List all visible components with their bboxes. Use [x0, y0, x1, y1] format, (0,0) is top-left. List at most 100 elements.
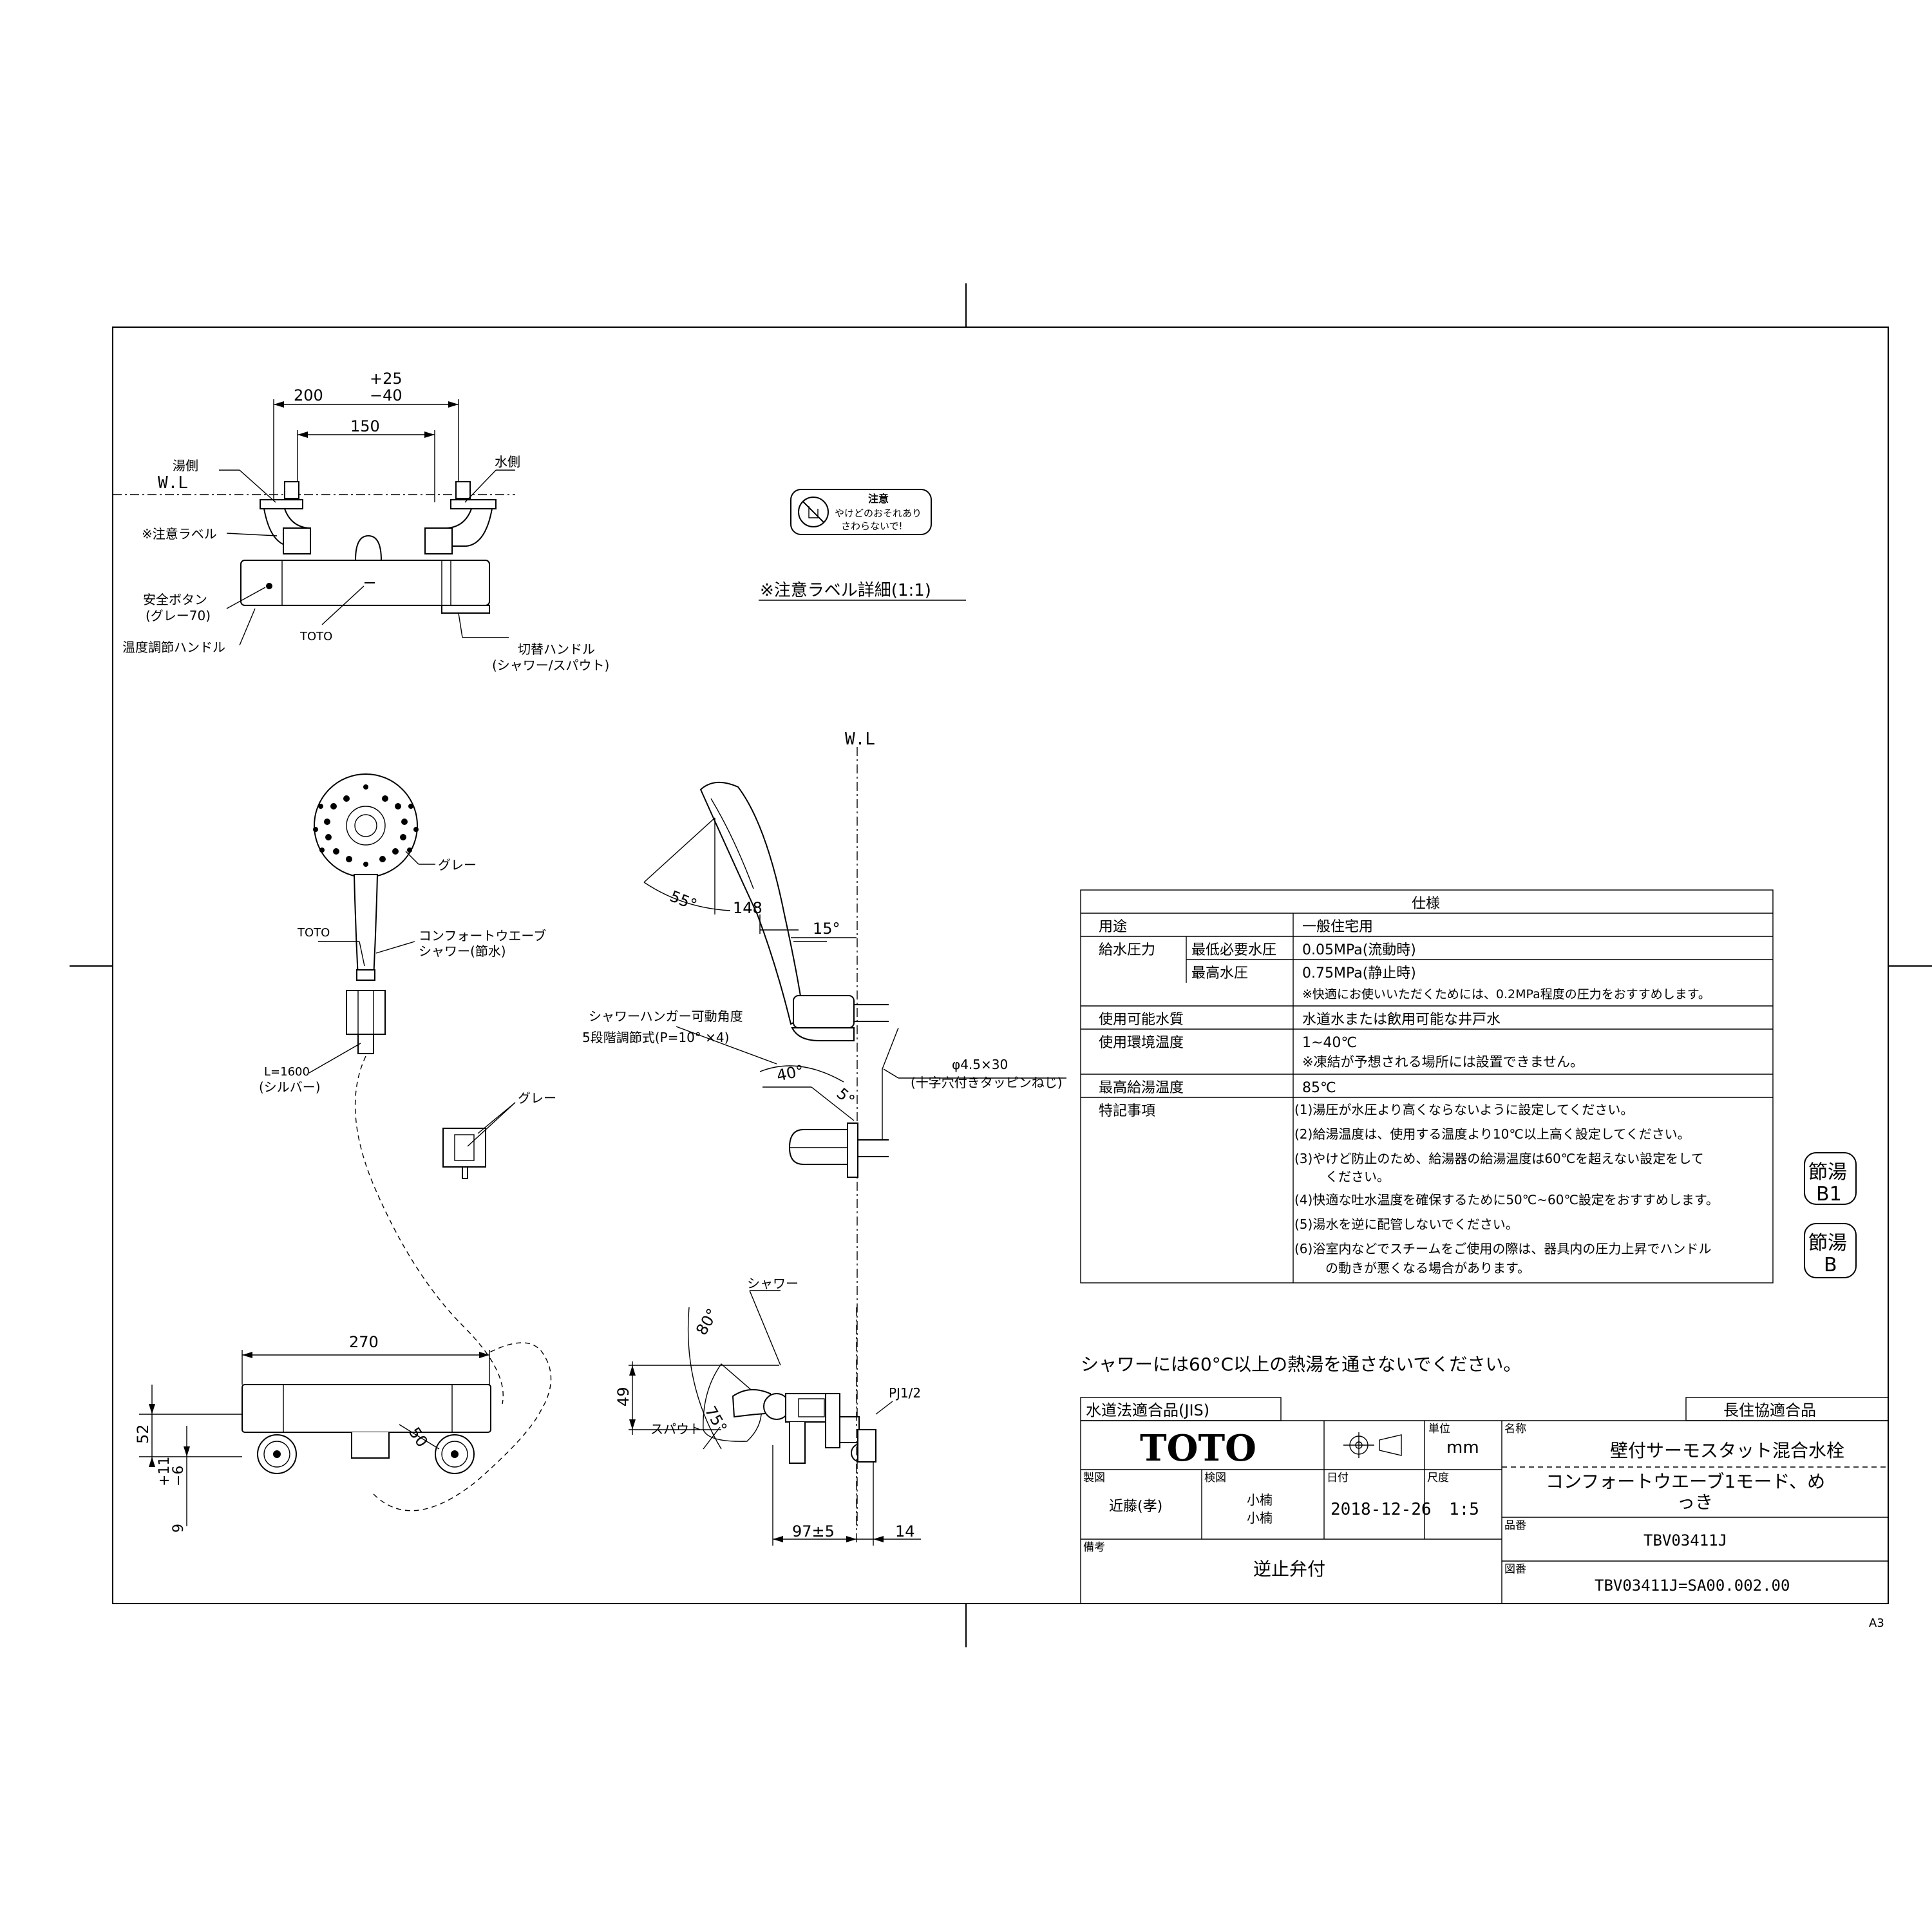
- spec-row-label: 使用可能水質: [1099, 1012, 1184, 1028]
- water-saving-marks: 節湯 B1 節湯 B: [1804, 1152, 1857, 1278]
- product-name-line1: 壁付サーモスタット混合水栓: [1610, 1440, 1844, 1461]
- dim-14-label: 14: [895, 1522, 915, 1540]
- spec-row-value: 0.05MPa(流動時): [1302, 942, 1416, 958]
- shower-name-line2: シャワー(節水): [419, 943, 506, 959]
- spec-row-sub: 最低必要水圧: [1191, 942, 1276, 958]
- spec-title: 仕様: [1412, 896, 1440, 912]
- remarks-value: 逆止弁付: [1253, 1558, 1325, 1580]
- dim-tol-minus: −40: [370, 386, 402, 404]
- spec-note: ください。: [1325, 1169, 1390, 1184]
- switch-handle-sub: (シャワー/スパウト): [492, 658, 609, 673]
- spout-shower-label: シャワー: [747, 1276, 799, 1291]
- caution-label-ref: ※注意ラベル: [142, 526, 217, 542]
- wl-label-side: W.L: [845, 730, 875, 749]
- spec-row-label: 最高給湯温度: [1099, 1080, 1184, 1096]
- spec-note: (5)湯水を逆に配管しないでください。: [1294, 1217, 1519, 1232]
- spec-row-label: 給水圧力: [1099, 942, 1155, 958]
- mark1-top: 節湯: [1808, 1161, 1847, 1184]
- spout-label: スパウト: [650, 1421, 702, 1437]
- caution-badge-line2: さわらないで!: [841, 520, 903, 532]
- scale-label: 尺度: [1427, 1472, 1449, 1484]
- spec-row-value: 85℃: [1302, 1080, 1336, 1096]
- caution-badge-title: 注意: [868, 493, 889, 505]
- hot-side-label: 湯側: [173, 458, 198, 473]
- spec-row-value: 0.75MPa(静止時): [1302, 965, 1416, 981]
- dim-tol-plus: +25: [370, 370, 402, 388]
- chouju-label: 長住協適合品: [1723, 1401, 1816, 1419]
- spec-note: (2)給湯温度は、使用する温度より10℃以上高く設定してください。: [1294, 1126, 1690, 1142]
- screw-type-label: (十字穴付きタッピンねじ): [911, 1075, 1063, 1090]
- spec-note: (1)湯圧が水圧より高くならないように設定してください。: [1294, 1102, 1633, 1117]
- shower-name-line1: コンフォートウエーブ: [419, 928, 546, 943]
- warning-text: シャワーには60°C以上の熱湯を通さないでください。: [1081, 1354, 1521, 1375]
- shower-toto-label: TOTO: [297, 926, 330, 940]
- spec-row-value: 水道水または飲用可能な井戸水: [1302, 1012, 1501, 1028]
- mark1-bottom: B1: [1816, 1183, 1842, 1206]
- drawn-label: 製図: [1083, 1472, 1105, 1484]
- angle-75-label: 75°: [701, 1403, 731, 1436]
- sheet-frame: [70, 283, 1932, 1647]
- checked-by-2: 小楠: [1247, 1510, 1273, 1526]
- hanger-color-label: グレー: [518, 1090, 556, 1106]
- date-label: 日付: [1327, 1472, 1349, 1484]
- hose-color-label: (シルバー): [259, 1079, 321, 1095]
- mark2-bottom: B: [1824, 1254, 1837, 1276]
- front-view: 270 52 +11 −6 9 50: [134, 1333, 491, 1533]
- drawn-by: 近藤(孝): [1109, 1499, 1162, 1515]
- name-label: 名称: [1504, 1423, 1526, 1435]
- checked-by-1: 小楠: [1247, 1492, 1273, 1508]
- spec-row-label: 特記事項: [1099, 1103, 1155, 1119]
- shower-head-view: グレー TOTO コンフォートウエーブ シャワー(節水) L=1600 (シルバ…: [259, 773, 552, 1511]
- spec-row-sub: 最高水圧: [1191, 965, 1248, 981]
- dim-270-label: 270: [349, 1333, 379, 1351]
- spec-row-label: 使用環境温度: [1099, 1035, 1184, 1051]
- spec-row-value: 1~40℃: [1302, 1035, 1357, 1051]
- sheet-size-label: A3: [1869, 1616, 1884, 1630]
- angle-5-label: 5°: [833, 1084, 858, 1110]
- spec-row-label: 用途: [1099, 919, 1127, 935]
- scale-value: 1:5: [1449, 1500, 1479, 1519]
- spec-note: (3)やけど防止のため、給湯器の給湯温度は60℃を超えない設定をして: [1294, 1151, 1704, 1166]
- product-name-line2: コンフォートウエーブ1モード、め: [1546, 1471, 1825, 1492]
- dim-97-label: 97±5: [792, 1522, 835, 1540]
- dim-52-label: 52: [134, 1424, 152, 1444]
- product-name-line3: っき: [1677, 1492, 1713, 1513]
- screw-size-label: φ4.5×30: [952, 1057, 1008, 1072]
- wl-label-top: W.L: [158, 473, 188, 493]
- hanger-angle-label: シャワーハンガー可動角度: [589, 1009, 743, 1024]
- angle-40-label: 40°: [775, 1061, 805, 1084]
- date-value: 2018-12-26: [1331, 1500, 1432, 1519]
- unit-label: 単位: [1428, 1423, 1450, 1435]
- spec-table: 仕様 用途 一般住宅用 給水圧力 最低必要水圧 0.05MPa(流動時) 最高水…: [1080, 889, 1774, 1283]
- angle-55-label: 55°: [667, 887, 699, 914]
- drawing-label: 図番: [1504, 1563, 1526, 1576]
- dim-150: 150: [350, 417, 380, 435]
- part-label: 品番: [1504, 1519, 1526, 1532]
- hose-length-label: L=1600: [264, 1065, 310, 1079]
- projection-symbol: [1343, 1432, 1402, 1458]
- shower-hanger: グレー: [442, 1090, 556, 1179]
- drawing-number: TBV03411J=SA00.002.00: [1595, 1577, 1790, 1595]
- safety-button-label: 安全ボタン: [143, 592, 207, 607]
- nozzle-holes: [313, 784, 419, 867]
- caution-label-detail: 注意 やけどのおそれあり さわらないで! ※注意ラベル詳細(1:1): [759, 489, 966, 601]
- remarks-label: 備考: [1083, 1541, 1105, 1554]
- spec-row-value: ※凍結が予想される場所には設置できません。: [1302, 1054, 1584, 1070]
- part-number: TBV03411J: [1643, 1531, 1727, 1549]
- front-tol-plus: +11: [156, 1457, 173, 1486]
- dim-49-label: 49: [614, 1387, 632, 1406]
- dim-200: 200: [294, 386, 323, 404]
- brand-logo: TOTO: [1140, 1427, 1256, 1470]
- temp-handle-label: 温度調節ハンドル: [122, 639, 225, 655]
- shower-color-label: グレー: [438, 857, 477, 873]
- cold-side-label: 水側: [495, 454, 520, 469]
- caution-detail-caption: ※注意ラベル詳細(1:1): [760, 581, 931, 600]
- switch-handle-label: 切替ハンドル: [518, 641, 595, 657]
- toto-top-label: TOTO: [299, 630, 332, 643]
- jis-label: 水道法適合品(JIS): [1086, 1401, 1209, 1419]
- angle-80-label: 80°: [692, 1305, 722, 1338]
- spec-row-value: 一般住宅用: [1302, 919, 1373, 935]
- dim-9-label: 9: [171, 1524, 187, 1533]
- spec-row-value: ※快適にお使いいただくためには、0.2MPa程度の圧力をおすすめします。: [1302, 987, 1710, 1001]
